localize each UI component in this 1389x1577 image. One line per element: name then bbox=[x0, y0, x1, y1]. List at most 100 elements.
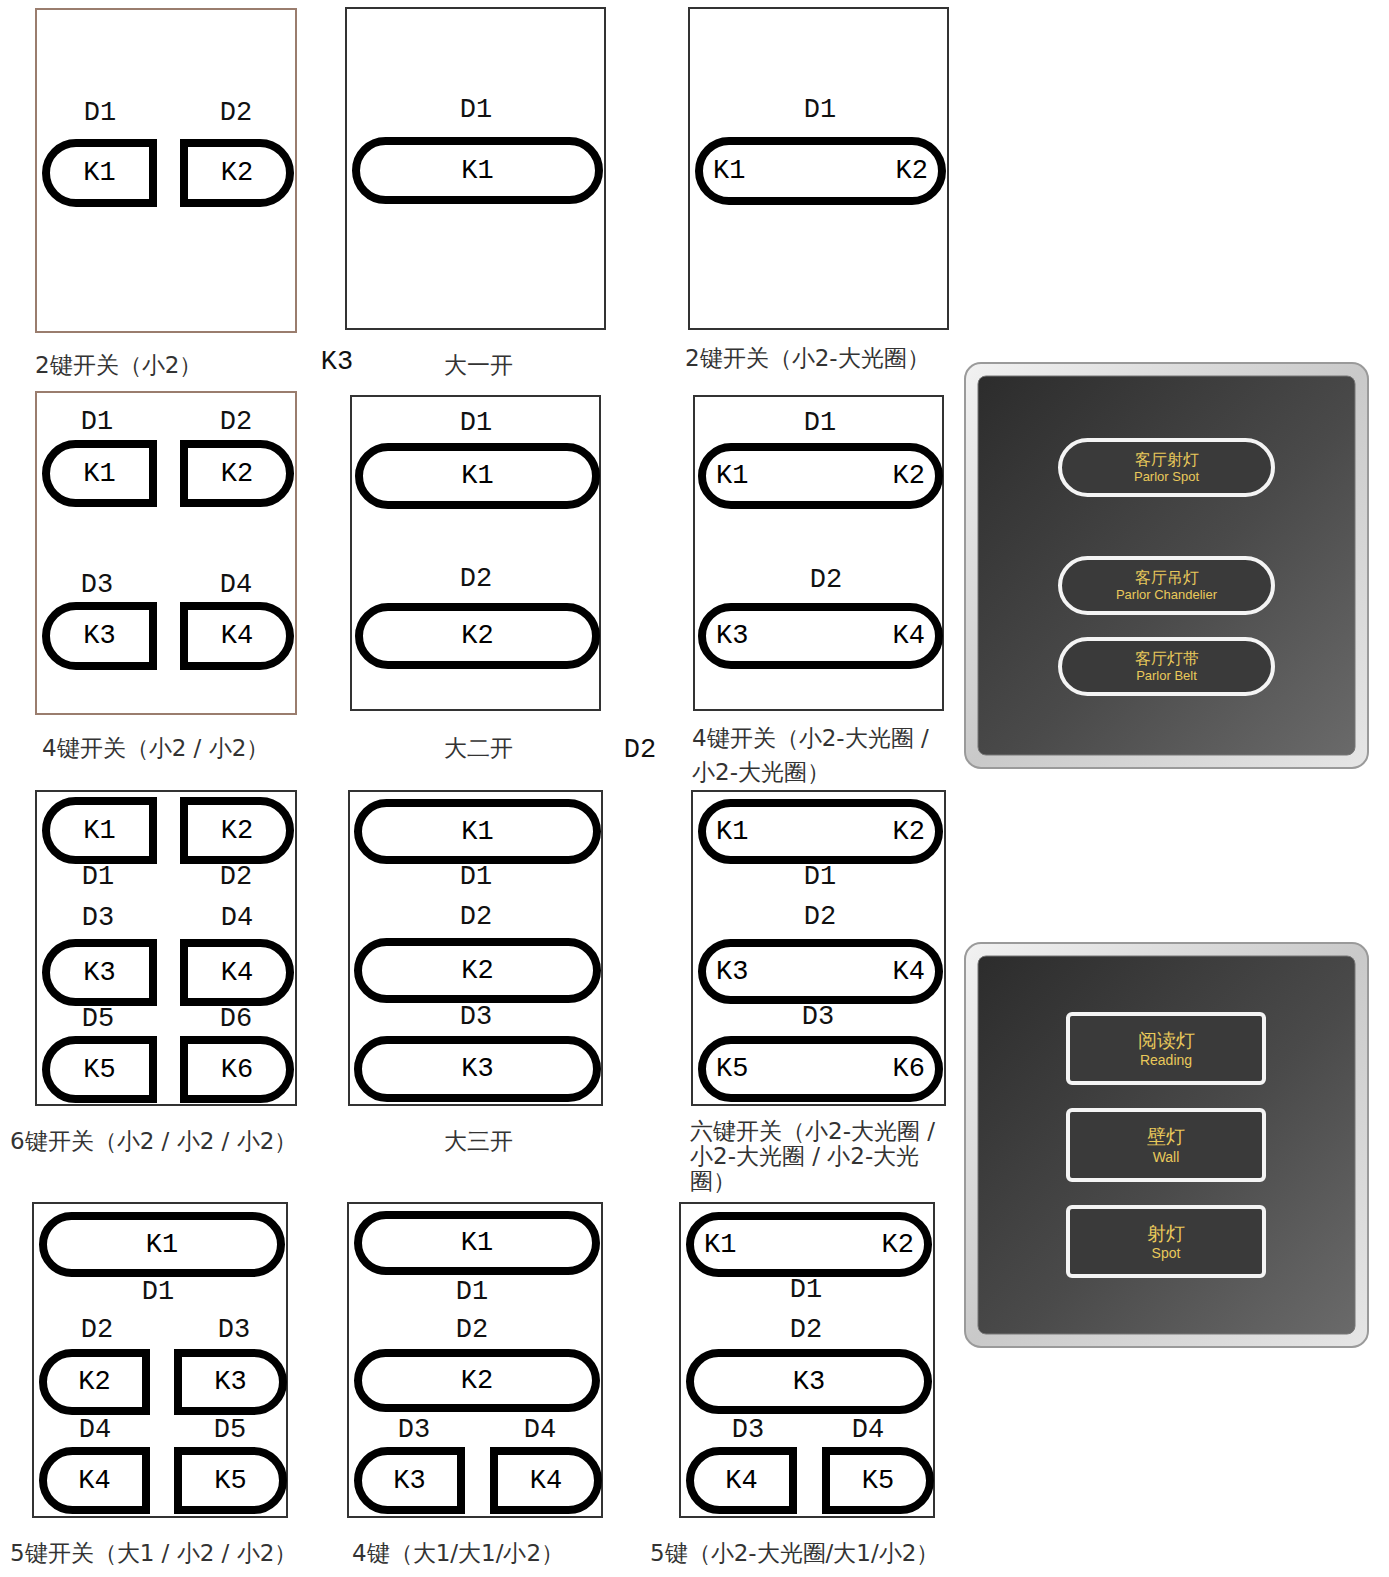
key-text-holder: K2 bbox=[354, 1349, 600, 1412]
switch-plate bbox=[978, 376, 1355, 755]
button-label-cn: 客厅吊灯 bbox=[1135, 568, 1199, 588]
key-shape bbox=[359, 607, 596, 665]
key-text-holder: K1 K2 bbox=[686, 1212, 932, 1277]
terminal-label: K3 bbox=[321, 347, 353, 377]
key-shape bbox=[702, 1040, 939, 1098]
button-label-en: Parlor Spot bbox=[1134, 470, 1199, 485]
key-text-holder: K3 bbox=[42, 602, 157, 670]
key-text-holder: K1K2 bbox=[698, 443, 943, 509]
key-label: K2 bbox=[893, 817, 925, 847]
panel-caption: 6键开关（小2 / 小2 / 小2） bbox=[10, 1126, 297, 1156]
key-label: K2 bbox=[221, 158, 253, 188]
switch-key: K1K2 bbox=[695, 137, 946, 205]
switch-key: K5K6 bbox=[698, 1036, 943, 1102]
switch-key: K3K4 bbox=[698, 939, 943, 1004]
touch-button-shape bbox=[1068, 1110, 1264, 1180]
key-text-holder: 客厅吊灯Parlor Chandelier bbox=[1058, 556, 1275, 615]
key-label: K6 bbox=[893, 1054, 925, 1084]
key-label: K2 bbox=[882, 1230, 914, 1260]
key-shape bbox=[702, 607, 939, 665]
key-label: K5 bbox=[214, 1466, 246, 1496]
key-shape bbox=[46, 1040, 153, 1099]
key-label: K2 bbox=[221, 816, 253, 846]
key-shape bbox=[690, 1353, 928, 1410]
terminal-label: D5 bbox=[82, 1004, 114, 1034]
switch-panel: 六键开关（小2-大光圈 / 小2-大光圈 / 小2-大光圈）K1K2K3K4K5… bbox=[691, 790, 946, 1106]
key-label: K1 bbox=[716, 817, 748, 847]
key-shape bbox=[358, 1215, 596, 1271]
key-label: K3 bbox=[83, 621, 115, 651]
key-label: K4 bbox=[78, 1466, 110, 1496]
key-text-holder: K1 bbox=[354, 1211, 600, 1275]
key-text-holder: K2 bbox=[180, 139, 294, 207]
switch-panel: 2键开关（小2-大光圈）K1K2 bbox=[688, 7, 949, 330]
key-text-holder: K1 bbox=[42, 440, 157, 507]
switch-panel: 4键开关（小2-大光圈 / 小2-大光圈）K1K2K3K4 bbox=[693, 395, 944, 711]
button-label-cn: 壁灯 bbox=[1147, 1125, 1185, 1149]
key-label: K2 bbox=[221, 459, 253, 489]
touch-button-shape bbox=[1060, 558, 1273, 613]
key-label: K4 bbox=[893, 957, 925, 987]
key-text-holder: K1 bbox=[39, 1212, 285, 1277]
key-shape bbox=[184, 801, 290, 860]
terminal-label: D2 bbox=[810, 565, 842, 595]
switch-key: K4 bbox=[180, 602, 294, 670]
key-shape bbox=[690, 1451, 793, 1510]
key-shape bbox=[359, 447, 596, 505]
button-label-en: Spot bbox=[1152, 1245, 1181, 1261]
switch-key: K3 bbox=[42, 602, 157, 670]
button-label-en: Parlor Belt bbox=[1136, 669, 1197, 684]
key-shape bbox=[356, 141, 599, 200]
switch-plate bbox=[978, 956, 1355, 1334]
switch-key: K4 bbox=[490, 1447, 602, 1514]
switch-key: K2 bbox=[355, 603, 600, 669]
switch-panel: 5键（小2-大光圈/大1/小2）K1K2K3K4K5 bbox=[679, 1202, 935, 1518]
key-shape bbox=[46, 943, 153, 1002]
key-text-holder: K5 bbox=[174, 1447, 287, 1514]
key-shape bbox=[699, 141, 942, 201]
key-shape bbox=[43, 1451, 146, 1510]
key-text-holder: 射灯Spot bbox=[1066, 1205, 1266, 1278]
touch-button: 客厅吊灯Parlor Chandelier bbox=[1058, 556, 1275, 615]
terminal-label: D1 bbox=[456, 1277, 488, 1307]
touch-button: 壁灯Wall bbox=[1066, 1108, 1266, 1182]
key-text-holder: K4 bbox=[686, 1447, 797, 1514]
key-shape bbox=[46, 606, 153, 666]
key-text-holder: K2 bbox=[39, 1349, 150, 1415]
key-text-holder: 客厅射灯Parlor Spot bbox=[1058, 438, 1275, 497]
key-label: K1 bbox=[716, 461, 748, 491]
panel-caption: 4键（大1/大1/小2） bbox=[352, 1538, 564, 1568]
key-label: K4 bbox=[221, 621, 253, 651]
switch-frame bbox=[965, 363, 1368, 768]
key-label: K5 bbox=[862, 1466, 894, 1496]
switch-key: K1 bbox=[355, 443, 600, 509]
terminal-label: D3 bbox=[460, 1002, 492, 1032]
panel-caption: 5键（小2-大光圈/大1/小2） bbox=[650, 1538, 939, 1568]
switch-key: K4 bbox=[686, 1447, 797, 1514]
switch-panel: 大三开K1K2K3 bbox=[348, 790, 603, 1106]
key-label: K1 bbox=[461, 1228, 493, 1258]
switch-key: K1 K2 bbox=[698, 799, 943, 864]
key-text-holder: 客厅灯带Parlor Belt bbox=[1058, 637, 1275, 696]
terminal-label: D1 bbox=[84, 98, 116, 128]
key-text-holder: K1 bbox=[42, 797, 157, 864]
touch-button-shape bbox=[1060, 440, 1273, 495]
terminal-label: D1 bbox=[460, 95, 492, 125]
key-label: K1 bbox=[704, 1230, 736, 1260]
switch-key: K1 bbox=[42, 440, 157, 507]
key-shape bbox=[702, 803, 939, 860]
key-shape bbox=[702, 447, 939, 505]
switch-panel: 大二开K1K2 bbox=[350, 395, 601, 711]
terminal-label: D3 bbox=[732, 1415, 764, 1445]
switch-key: K4 bbox=[180, 939, 294, 1006]
key-text-holder: K5 bbox=[822, 1447, 934, 1514]
terminal-label: D2 bbox=[804, 902, 836, 932]
key-text-holder: K1 bbox=[352, 137, 603, 204]
key-label: K6 bbox=[221, 1055, 253, 1085]
key-text-holder: K3 bbox=[354, 1036, 601, 1102]
key-text-holder: 阅读灯Reading bbox=[1066, 1012, 1266, 1085]
terminal-label: D3 bbox=[802, 1002, 834, 1032]
key-text-holder: K1 bbox=[355, 443, 600, 509]
key-label: K1 bbox=[83, 158, 115, 188]
key-text-holder: K3 bbox=[174, 1349, 287, 1415]
